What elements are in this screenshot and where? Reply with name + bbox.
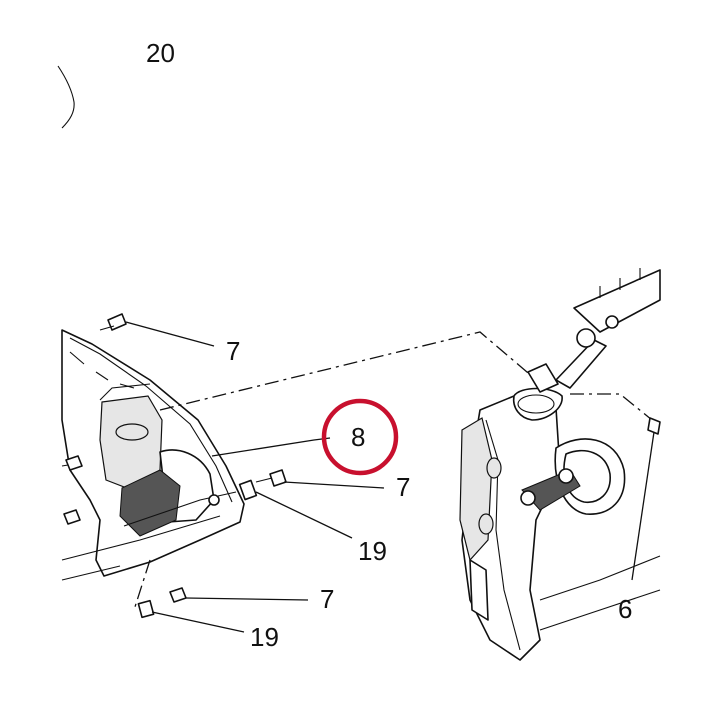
leader-line [125,321,215,347]
callout-7-mid: 7 [396,472,410,502]
screw-icon [61,455,83,471]
axis-line [133,559,151,611]
callout-20-cropped: 20 [146,38,175,68]
alignment-line [159,331,535,411]
leader-line [211,437,331,457]
leader-line [255,491,353,539]
callout-19-bottom: 19 [250,622,279,652]
callout-7-bottom: 7 [320,584,334,614]
leader-line [631,431,655,581]
callout-19-mid: 19 [358,536,387,566]
leader-line [185,597,309,601]
screw-icon [255,469,287,487]
screw-icon [63,509,81,525]
hose-fragment [57,65,75,129]
screw-icon [647,417,661,435]
callout-6: 6 [618,594,632,624]
clip-nut-icon [238,479,258,501]
highlight-circle [321,398,399,476]
clip-nut-icon [137,599,155,619]
leader-line [151,611,245,633]
screw-icon [99,313,127,331]
alignment-line [570,393,653,421]
fairing-bracket [459,268,661,661]
screw-icon [169,587,187,603]
callout-7-top: 7 [226,336,240,366]
leader-line [283,481,385,489]
callout-8: 8 [351,422,365,452]
headlight-bracket [61,329,245,581]
